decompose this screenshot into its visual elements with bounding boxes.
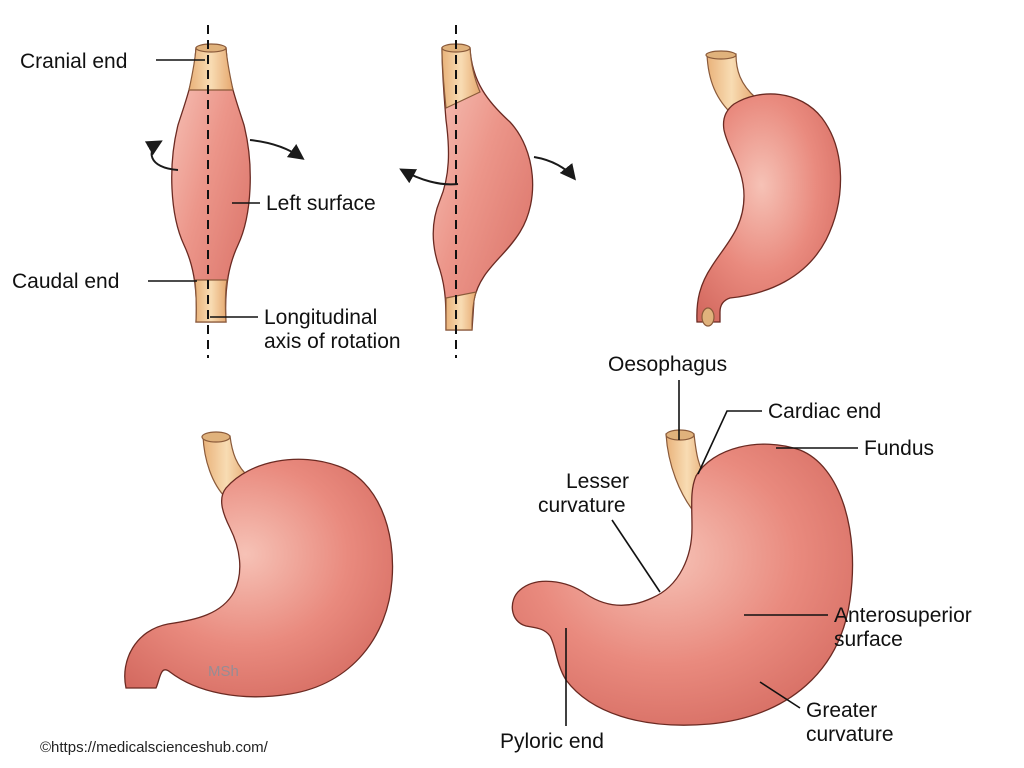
label-greater-line1: Greater: [806, 699, 877, 722]
stage-5-top-opening: [665, 429, 695, 441]
stage-1-top-opening: [195, 43, 227, 53]
label-pyloric-end: Pyloric end: [500, 730, 604, 753]
stage-3-j-shape: [696, 50, 842, 327]
stage-2-left-arrow: [399, 168, 459, 186]
stage-5-stomach-body: [511, 443, 854, 726]
leader-greater: [759, 681, 801, 709]
stage-1-tube-bottom: [194, 279, 228, 323]
label-cardiac-end: Cardiac end: [768, 400, 881, 423]
stage-1-spindle: [144, 25, 305, 358]
label-axis-line2: axis of rotation: [264, 330, 401, 353]
stage-3-bottom-opening: [701, 307, 715, 327]
label-lesser-line2: curvature: [538, 494, 626, 517]
stage-1-left-arrow: [144, 140, 179, 171]
stage-2-right-arrow: [533, 156, 577, 181]
label-greater-line2: curvature: [806, 723, 894, 746]
label-oesophagus: Oesophagus: [608, 353, 727, 376]
label-antero-line2: surface: [834, 628, 903, 651]
stage-3-stomach: [696, 93, 842, 323]
stage-1-tube-top: [188, 47, 234, 91]
label-antero-line1: Anterosuperior: [834, 604, 972, 627]
stage-5-final-stomach: [511, 429, 854, 726]
label-lesser-line1: Lesser: [566, 470, 629, 493]
label-cranial-end: Cranial end: [20, 50, 127, 73]
stage-3-top-opening: [705, 50, 737, 60]
label-axis-line1: Longitudinal: [264, 306, 377, 329]
stage-2-rotating: [399, 25, 577, 358]
stage-2-tube-top: [441, 47, 481, 109]
label-fundus: Fundus: [864, 437, 934, 460]
stage-4-top-opening: [201, 431, 231, 443]
credit-text: ©https://medicalscienceshub.com/: [40, 739, 269, 756]
watermark: MSh: [208, 663, 239, 680]
label-left-surface: Left surface: [266, 192, 376, 215]
label-caudal-end: Caudal end: [12, 270, 119, 293]
labels: Cranial end Left surface Caudal end Long…: [12, 50, 972, 753]
stage-1-right-arrow: [249, 139, 305, 160]
leader-lesser: [611, 519, 661, 593]
stage-4-stomach: MSh: [124, 431, 394, 698]
stage-4-stomach-body: [124, 458, 394, 698]
leader-cardiac-end: [697, 410, 762, 475]
stage-2-tube-bottom: [445, 291, 477, 331]
